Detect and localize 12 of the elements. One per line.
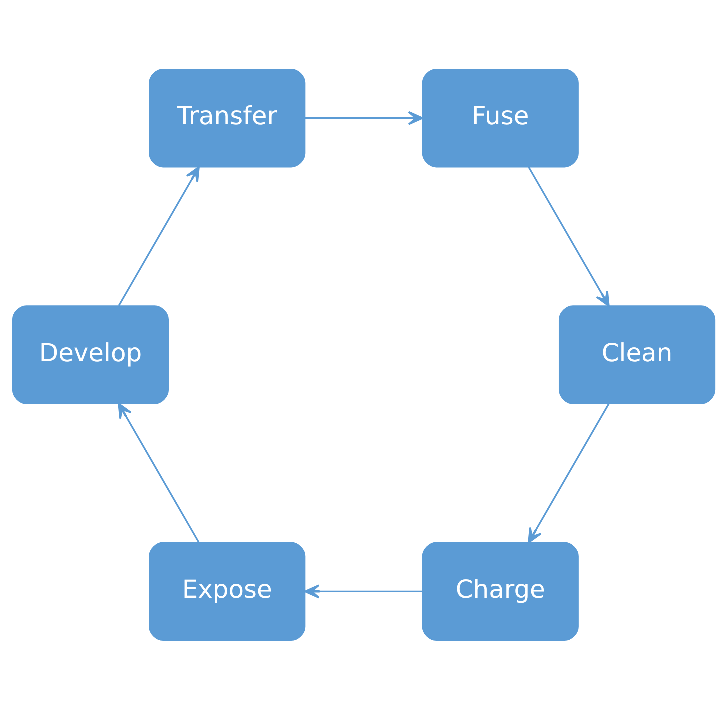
arrow xyxy=(305,110,424,125)
node-box: Charge xyxy=(422,542,579,641)
node-box: Develop xyxy=(12,305,170,404)
arrow xyxy=(118,166,200,306)
arrow xyxy=(118,402,200,543)
node-box: Fuse xyxy=(422,68,579,168)
node-box: Transfer xyxy=(149,68,306,168)
node-box: Expose xyxy=(149,542,306,641)
arrow xyxy=(528,403,610,544)
arrow xyxy=(528,166,610,306)
arrow xyxy=(304,584,423,598)
node-box: Clean xyxy=(558,305,716,404)
